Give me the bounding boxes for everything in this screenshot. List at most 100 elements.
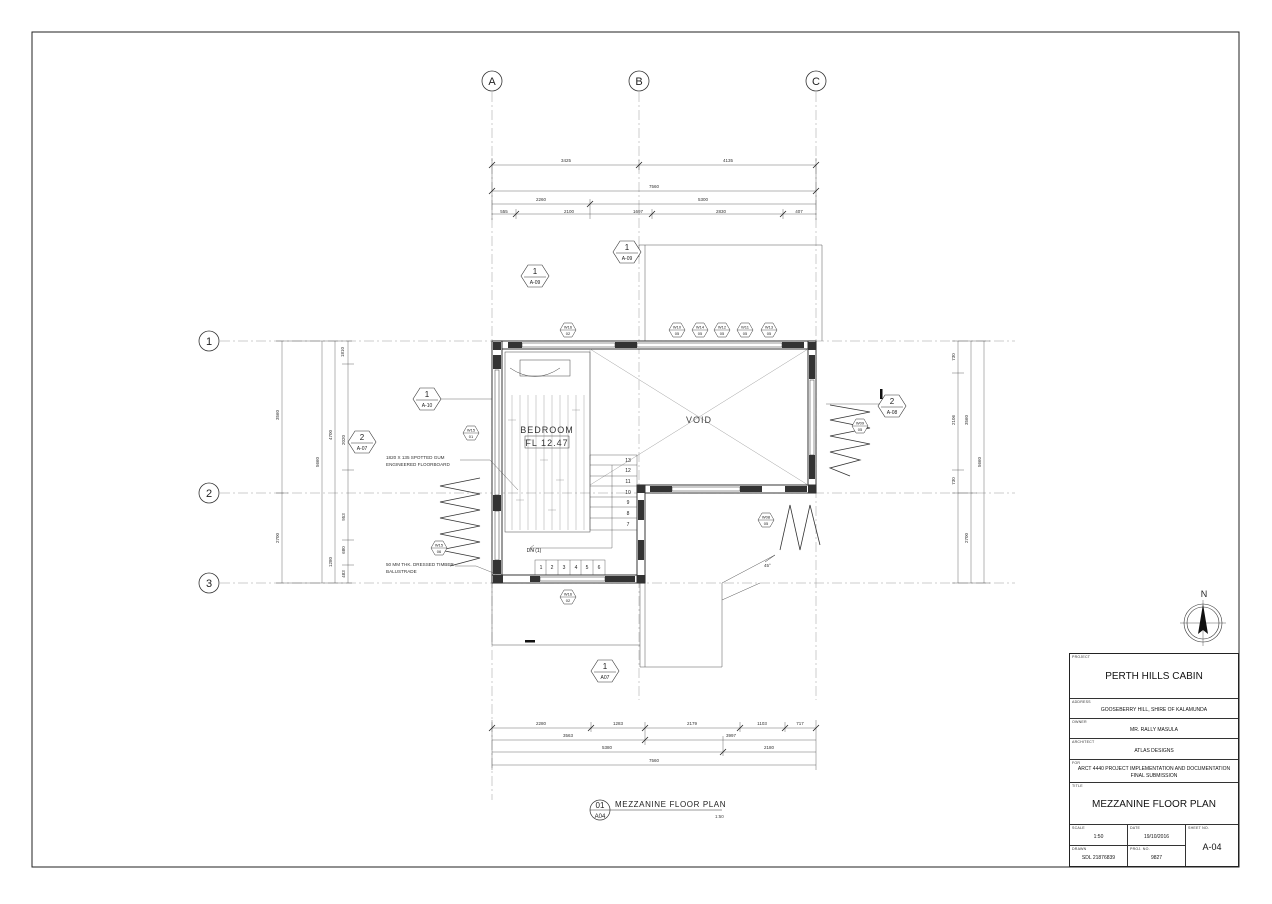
tb-date-label: DATE xyxy=(1130,826,1141,830)
dim-top-4c: 1697 xyxy=(633,209,644,214)
svg-text:2: 2 xyxy=(206,488,212,500)
tb-address-label: ADDRESS xyxy=(1072,700,1091,704)
dim-top-1a: 3425 xyxy=(561,158,572,163)
window-tag-type: 05 xyxy=(675,331,680,336)
tb-scale: 1:50 xyxy=(1093,834,1104,840)
bed xyxy=(504,351,591,533)
window-tag-type: 05 xyxy=(858,427,863,432)
drawing-title-text: MEZZANINE FLOOR PLAN xyxy=(615,800,726,809)
window-tag-type: 05 xyxy=(698,331,703,336)
north-arrow-icon: N xyxy=(1180,589,1226,646)
section-marker-ref: A-09 xyxy=(530,280,541,286)
section-marker-number: 1 xyxy=(425,390,430,399)
tb-for-label: FOR xyxy=(1072,761,1081,765)
section-marker: 2A-07 xyxy=(347,430,377,454)
tb-scale-cell: SCALE 1:50 xyxy=(1070,825,1127,846)
tb-sheet-cell: SHEET NO. A-04 xyxy=(1186,825,1238,866)
tb-col-left: SCALE 1:50 DRAWN SDL 21876839 xyxy=(1070,825,1128,866)
dim-top-2a: 7560 xyxy=(649,184,660,189)
tb-architect: ATLAS DESIGNS xyxy=(1134,748,1174,754)
zigzag-louvre-left xyxy=(439,477,481,567)
tb-drawn: SDL 21876839 xyxy=(1081,855,1116,861)
room-label-bedroom: BEDROOM xyxy=(520,425,574,435)
staircase xyxy=(529,454,638,576)
svg-text:1: 1 xyxy=(206,336,212,348)
floorboards xyxy=(508,395,585,530)
note-floorboard-2: ENGINEERED FLOORBOARD xyxy=(386,462,450,467)
leader-balustrade xyxy=(455,565,497,575)
dim-top-3b: 5300 xyxy=(698,197,709,202)
svg-text:45°: 45° xyxy=(764,563,771,568)
window-tag-id: W08 xyxy=(762,515,771,520)
tb-title-row: TITLE MEZZANINE FLOOR PLAN xyxy=(1070,783,1238,825)
dim-top-4d: 2830 xyxy=(716,209,727,214)
section-marker-ref: A-07 xyxy=(357,446,368,452)
dim-top-1b: 4135 xyxy=(723,158,734,163)
building-walls xyxy=(491,340,817,584)
window-tags: W1602W1005W1405W1205W1105W1305W1501W0905… xyxy=(430,322,869,605)
note-balustrade-2: BALUSTRADE xyxy=(386,569,417,574)
title-block: PROJECT PERTH HILLS CABIN ADDRESS GOOSEB… xyxy=(1069,653,1239,867)
section-marker: 1A-09 xyxy=(520,264,550,288)
top-dim-ticks xyxy=(488,161,820,218)
stair-tread-8: 8 xyxy=(627,511,630,517)
dim-right-1: 730 xyxy=(951,353,956,361)
dim-bot-4a: 7560 xyxy=(649,758,660,763)
tb-for-row: FOR ARCT 4440 PROJECT IMPLEMENTATION AND… xyxy=(1070,760,1238,783)
leader-floorboard xyxy=(460,459,519,491)
window-tag-type: 05 xyxy=(720,331,725,336)
dim-left-5: 2020 xyxy=(341,434,346,445)
note-floorboard-1: 1820 X 135 SPOTTED GUM xyxy=(386,455,445,460)
tb-title: MEZZANINE FLOOR PLAN xyxy=(1092,799,1216,810)
stair-tread-10: 10 xyxy=(625,490,631,496)
tb-project-name: PERTH HILLS CABIN xyxy=(1105,671,1203,682)
windows xyxy=(494,342,815,582)
section-marker: 2A-08 xyxy=(877,394,907,418)
tb-project-row: PROJECT PERTH HILLS CABIN xyxy=(1070,654,1238,699)
roof-outline xyxy=(491,244,823,668)
window-tag-id: W16 xyxy=(564,592,573,597)
dim-right-5: 730 xyxy=(951,477,956,485)
dim-top-4b: 2100 xyxy=(564,209,575,214)
drawing-title-number: 01 xyxy=(596,801,605,810)
dim-bot-2b: 3997 xyxy=(726,733,737,738)
section-marker-ref: A-10 xyxy=(422,403,433,409)
window-tag-type: 05 xyxy=(743,331,748,336)
grid-bubble-1: 1 xyxy=(198,330,220,352)
dim-bot-1a: 2280 xyxy=(536,721,547,726)
section-marker-number: 1 xyxy=(533,267,538,276)
tb-architect-row: ARCHITECT ATLAS DESIGNS xyxy=(1070,739,1238,760)
sheet-border xyxy=(31,31,1240,868)
tb-for-line-2: FINAL SUBMISSION xyxy=(1130,773,1178,779)
window-tag-type: 02 xyxy=(566,598,571,603)
tb-owner: MR. RALLY MASULA xyxy=(1130,727,1178,733)
window-tag-type: 05 xyxy=(764,521,769,526)
grid-lines xyxy=(220,92,1015,800)
svg-text:B: B xyxy=(635,76,642,88)
section-marker-number: 2 xyxy=(890,397,895,406)
stair-tread-2: 2 xyxy=(551,565,554,571)
tb-drawn-cell: DRAWN SDL 21876839 xyxy=(1070,846,1127,866)
section-marker-ref: A-09 xyxy=(622,256,633,262)
north-label: N xyxy=(1201,589,1208,599)
grid-bubble-c: C xyxy=(805,70,827,92)
tb-date: 19/10/2016 xyxy=(1143,834,1170,840)
bottom-dimensions xyxy=(491,720,817,770)
tb-info-grid: SCALE 1:50 DRAWN SDL 21876839 DATE 19/10… xyxy=(1070,825,1238,866)
window-tag-id: W15 xyxy=(467,428,476,433)
window-tag-type: 01 xyxy=(469,434,474,439)
window-tag-type: 02 xyxy=(566,331,571,336)
dim-left-3: 3560 xyxy=(275,409,280,420)
left-dimensions xyxy=(276,340,354,584)
window-tag-id: W13 xyxy=(765,325,774,330)
tb-sheet-label: SHEET NO. xyxy=(1188,826,1210,830)
